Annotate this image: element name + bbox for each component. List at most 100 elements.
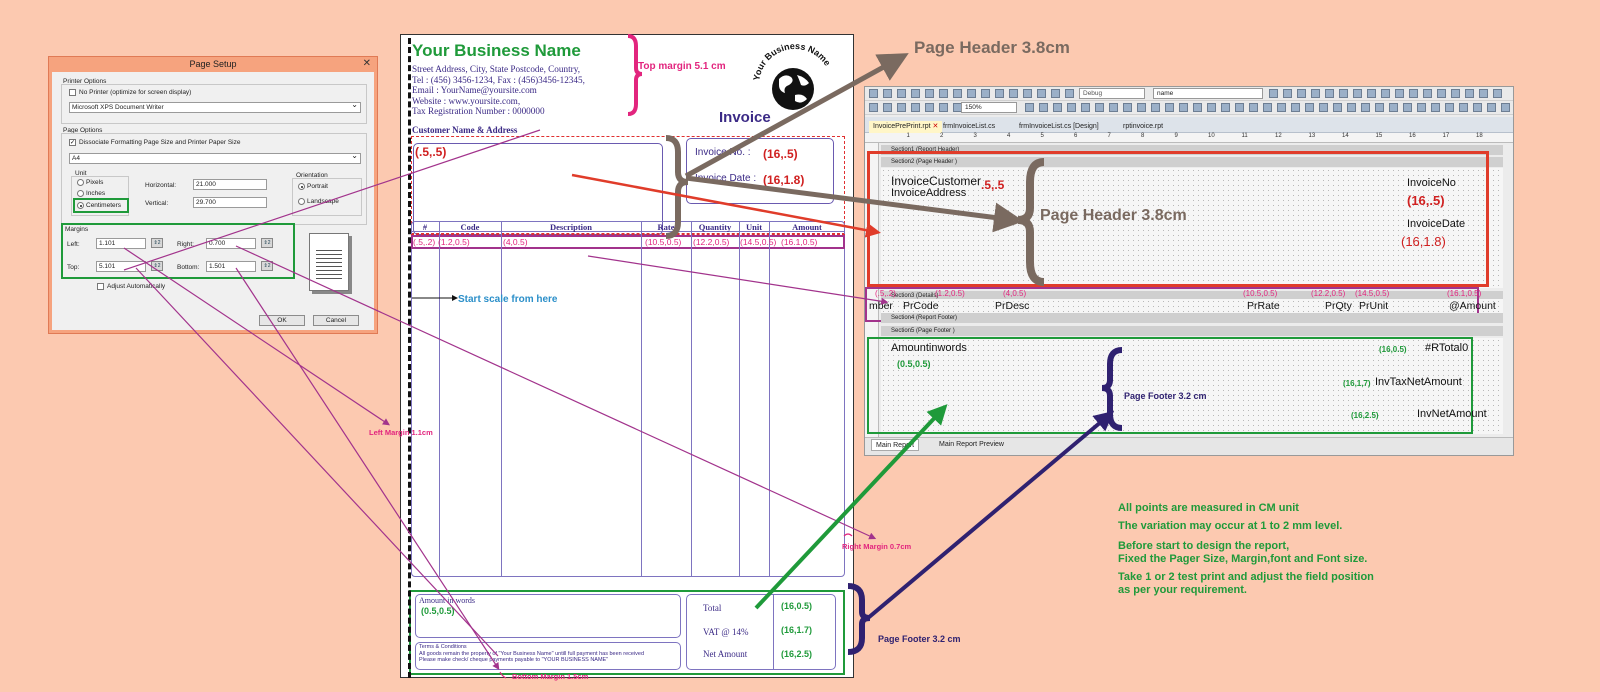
detail-field[interactable]: PrDesc — [995, 300, 1030, 312]
toolbar-button-icon[interactable] — [1395, 89, 1404, 98]
toolbar-button-icon[interactable] — [1249, 103, 1258, 112]
invoice-date-field[interactable]: InvoiceDate — [1407, 218, 1466, 230]
paper-size-select[interactable]: A4 — [69, 151, 361, 164]
toolbar-button-icon[interactable] — [1269, 89, 1278, 98]
unit-centimeters-radio[interactable] — [77, 202, 84, 209]
toolbar-button-icon[interactable] — [869, 103, 878, 112]
toolbar-button-icon[interactable] — [1151, 103, 1160, 112]
dissociate-checkbox[interactable]: ✓ — [69, 139, 76, 146]
amount-in-words-field[interactable]: Amountinwords — [891, 342, 967, 354]
toolbar-button-icon[interactable] — [1375, 103, 1384, 112]
right-margin-input[interactable]: 0.700 — [206, 238, 256, 249]
left-margin-spin-button[interactable]: ⇕2 — [151, 238, 163, 248]
toolbar-button-icon[interactable] — [897, 103, 906, 112]
detail-field[interactable]: PrRate — [1247, 300, 1280, 312]
tab-invoice-preprint[interactable]: InvoicePrePrint.rpt ✕ — [869, 121, 943, 133]
toolbar-button-icon[interactable] — [1039, 103, 1048, 112]
toolbar-button-icon[interactable] — [1403, 103, 1412, 112]
toolbar-button-icon[interactable] — [1193, 103, 1202, 112]
toolbar-button-icon[interactable] — [1037, 89, 1046, 98]
toolbar-button-icon[interactable] — [1459, 103, 1468, 112]
toolbar-button-icon[interactable] — [939, 103, 948, 112]
close-tab-icon[interactable]: ✕ — [932, 123, 939, 130]
ok-button[interactable]: OK — [259, 315, 305, 326]
section-page-header[interactable]: Section2 (Page Header ) — [881, 157, 1503, 167]
toolbar-button-icon[interactable] — [1277, 103, 1286, 112]
unit-inches-radio[interactable] — [77, 190, 84, 197]
toolbar-button-icon[interactable] — [1023, 89, 1032, 98]
left-margin-input[interactable]: 1.101 — [96, 238, 146, 249]
section-report-header[interactable]: Section1 (Report Header) — [881, 145, 1503, 155]
horizontal-input[interactable]: 21.000 — [193, 179, 267, 190]
invoice-no-field[interactable]: InvoiceNo — [1407, 177, 1456, 189]
toolbar-button-icon[interactable] — [1123, 103, 1132, 112]
toolbar-button-icon[interactable] — [869, 89, 878, 98]
toolbar-button-icon[interactable] — [925, 103, 934, 112]
toolbar-button-icon[interactable] — [1291, 103, 1300, 112]
detail-field[interactable]: PrQty — [1325, 300, 1352, 312]
toolbar-button-icon[interactable] — [1501, 103, 1510, 112]
toolbar-button-icon[interactable] — [1437, 89, 1446, 98]
tab-frminvoicelist-design[interactable]: frmInvoiceList.cs [Design] — [1019, 123, 1099, 130]
section-report-footer[interactable]: Section4 (Report Footer) — [881, 313, 1503, 323]
toolbar-button-icon[interactable] — [1067, 103, 1076, 112]
toolbar-button-icon[interactable] — [1339, 89, 1348, 98]
toolbar-button-icon[interactable] — [1235, 103, 1244, 112]
portrait-radio[interactable] — [298, 183, 305, 190]
tab-rptinvoice[interactable]: rptinvoice.rpt — [1123, 123, 1164, 130]
section-details[interactable]: Section3 (Details) — [881, 291, 1503, 301]
bottom-margin-input[interactable]: 1.501 — [206, 261, 256, 272]
toolbar-button-icon[interactable] — [1051, 89, 1060, 98]
toolbar-button-icon[interactable] — [1417, 103, 1426, 112]
zoom-combo[interactable]: 150% — [961, 102, 1017, 113]
toolbar-button-icon[interactable] — [1179, 103, 1188, 112]
toolbar-button-icon[interactable] — [911, 89, 920, 98]
invoice-customer-field[interactable]: InvoiceCustomer — [891, 174, 982, 188]
net-amount-field[interactable]: InvNetAmount — [1417, 408, 1487, 420]
toolbar-button-icon[interactable] — [1409, 89, 1418, 98]
toolbar-button-icon[interactable] — [1479, 89, 1488, 98]
toolbar-button-icon[interactable] — [1445, 103, 1454, 112]
toolbar-button-icon[interactable] — [1451, 89, 1460, 98]
toolbar-button-icon[interactable] — [1367, 89, 1376, 98]
toolbar-button-icon[interactable] — [1465, 89, 1474, 98]
toolbar-button-icon[interactable] — [1487, 103, 1496, 112]
detail-field[interactable]: @Amount — [1449, 300, 1496, 312]
landscape-radio[interactable] — [298, 198, 305, 205]
toolbar-button-icon[interactable] — [995, 89, 1004, 98]
bottom-margin-spin-button[interactable]: ⇕2 — [261, 261, 273, 271]
toolbar-button-icon[interactable] — [1283, 89, 1292, 98]
vertical-input[interactable]: 29.700 — [193, 197, 267, 208]
toolbar-button-icon[interactable] — [911, 103, 920, 112]
toolbar-button-icon[interactable] — [1389, 103, 1398, 112]
toolbar-button-icon[interactable] — [883, 89, 892, 98]
toolbar-button-icon[interactable] — [1009, 89, 1018, 98]
toolbar-button-icon[interactable] — [1263, 103, 1272, 112]
toolbar-button-icon[interactable] — [1423, 89, 1432, 98]
section-page-footer[interactable]: Section5 (Page Footer ) — [881, 326, 1503, 336]
detail-field[interactable]: PrCode — [903, 300, 939, 312]
unit-pixels-radio[interactable] — [77, 179, 84, 186]
toolbar-button-icon[interactable] — [1361, 103, 1370, 112]
toolbar-button-icon[interactable] — [967, 89, 976, 98]
toolbar-button-icon[interactable] — [1353, 89, 1362, 98]
toolbar-button-icon[interactable] — [1095, 103, 1104, 112]
toolbar-button-icon[interactable] — [883, 103, 892, 112]
right-margin-spin-button[interactable]: ⇕2 — [261, 238, 273, 248]
toolbar-button-icon[interactable] — [953, 89, 962, 98]
toolbar-button-icon[interactable] — [925, 89, 934, 98]
toolbar-button-icon[interactable] — [1207, 103, 1216, 112]
toolbar-button-icon[interactable] — [1297, 89, 1306, 98]
toolbar-button-icon[interactable] — [1137, 103, 1146, 112]
toolbar-button-icon[interactable] — [1325, 89, 1334, 98]
printer-select[interactable]: Microsoft XPS Document Writer — [69, 100, 361, 113]
toolbar-button-icon[interactable] — [981, 89, 990, 98]
toolbar-button-icon[interactable] — [1025, 103, 1034, 112]
toolbar-button-icon[interactable] — [1109, 103, 1118, 112]
toolbar-button-icon[interactable] — [1081, 103, 1090, 112]
toolbar-button-icon[interactable] — [939, 89, 948, 98]
toolbar-button-icon[interactable] — [1493, 89, 1502, 98]
tab-frminvoicelist-cs[interactable]: frmInvoiceList.cs — [943, 123, 996, 130]
cancel-button[interactable]: Cancel — [313, 315, 359, 326]
find-combo[interactable]: name — [1153, 88, 1263, 99]
